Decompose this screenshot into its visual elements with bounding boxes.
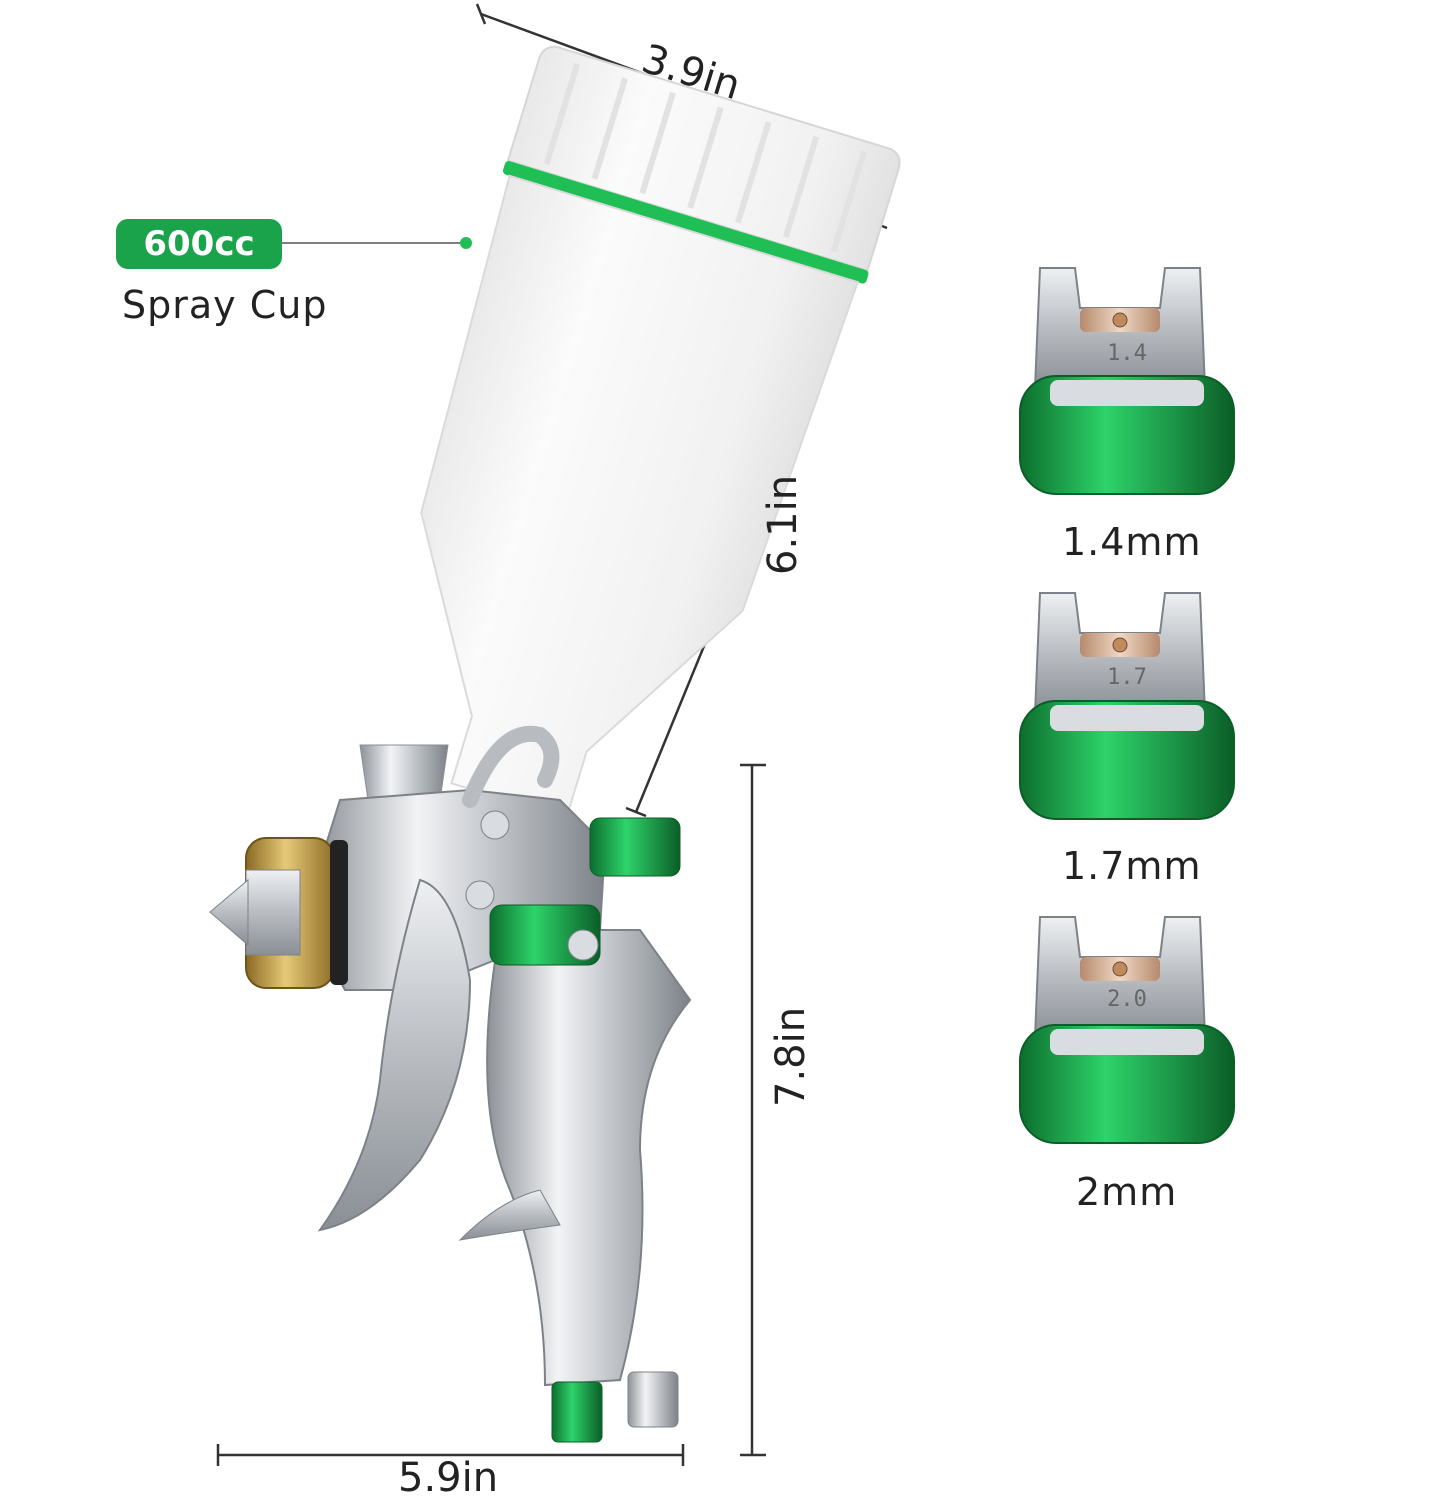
spray-cup [420, 45, 901, 820]
spray-cup-caption: Spray Cup [122, 283, 328, 327]
nozzle-size-label-3: 2mm [1076, 1170, 1178, 1214]
gun-height-label: 7.8in [768, 1006, 814, 1107]
cup-height-label: 6.1in [760, 474, 806, 575]
nozzle-cap-3 [1019, 916, 1235, 1144]
capacity-badge: 600cc [116, 219, 282, 269]
nozzle-engraving-1: 1.4 [1107, 341, 1147, 366]
nozzle-size-label-2: 1.7mm [1062, 844, 1202, 888]
spray-gun [209, 725, 692, 1443]
nozzle-engraving-2: 1.7 [1107, 665, 1147, 690]
nozzle-size-label-1: 1.4mm [1062, 520, 1202, 564]
gun-width-label: 5.9in [398, 1455, 499, 1501]
dimension-line-gun-height [740, 763, 766, 1457]
callout-dot [460, 237, 472, 249]
nozzle-cap-1 [1019, 267, 1235, 495]
dimension-line-gun-width [216, 1444, 685, 1466]
nozzle-cap-2 [1019, 592, 1235, 820]
nozzle-engraving-3: 2.0 [1107, 987, 1147, 1012]
